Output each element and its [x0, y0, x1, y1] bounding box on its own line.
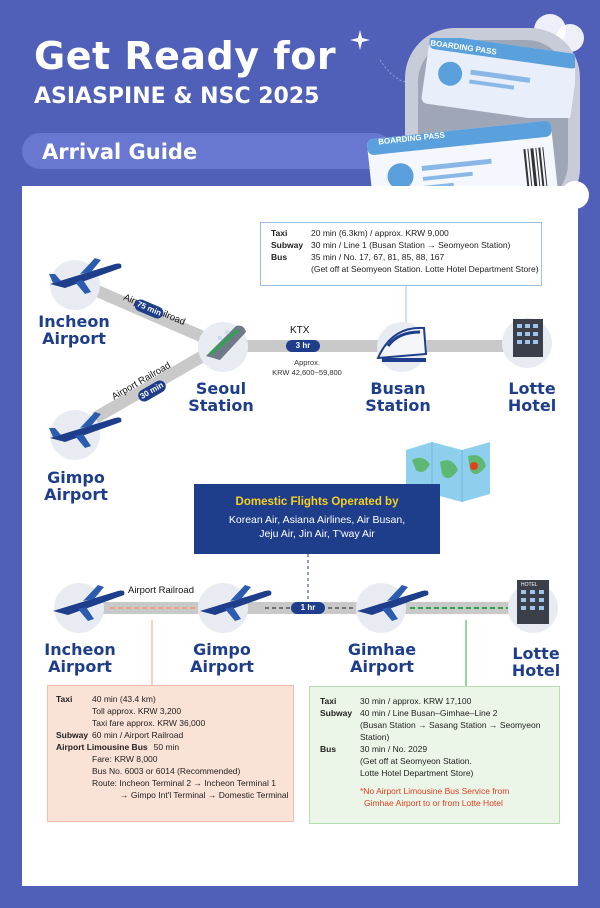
- route1-info-key: Subway: [271, 240, 304, 250]
- domestic-flights-box: Domestic Flights Operated by Korean Air,…: [194, 484, 440, 554]
- box-right-row: (Get off at Seomyeon Station.: [320, 755, 559, 767]
- box-right-key: [320, 767, 360, 779]
- airplane-icon: [200, 585, 272, 621]
- title-line-1: Get Ready for: [34, 34, 337, 78]
- boarding-pass-back-icon: [421, 38, 575, 118]
- route1-info-value: 35 min / No. 17, 67, 81, 85, 88, 167: [311, 252, 445, 262]
- box-right-row: Taxi 30 min / approx. KRW 17,100: [320, 695, 559, 707]
- domestic-title: Domestic Flights Operated by: [235, 496, 399, 508]
- box-left-row: → Gimpo Int'l Terminal → Domestic Termin…: [56, 789, 293, 801]
- header: Get Ready for ASIASPINE & NSC 2025 Arriv…: [0, 0, 600, 215]
- route1-info-row: Bus 35 min / No. 17, 67, 81, 85, 88, 167: [271, 251, 541, 263]
- box-left-row: Airport Limousine Bus 50 min: [56, 741, 293, 753]
- airplane-icon: [49, 258, 122, 294]
- train-icon: [206, 325, 246, 360]
- route1-info-value: (Get off at Seomyeon Station. Lotte Hote…: [311, 264, 539, 274]
- limousine-note: *No Airport Limousine Bus Service from G…: [360, 786, 510, 808]
- box-left-row: Route: Incheon Terminal 2 → Incheon Term…: [56, 777, 293, 789]
- box-right-value: Lotte Hotel Department Store): [360, 768, 474, 778]
- airplane-icon: [357, 585, 429, 621]
- box-left-key: [56, 705, 92, 717]
- route1-info-row: (Get off at Seomyeon Station. Lotte Hote…: [271, 263, 541, 275]
- box-left-value: Taxi fare approx. KRW 36,000: [92, 718, 206, 728]
- box-left-value: Fare: KRW 8,000: [92, 754, 158, 764]
- box-right-row: Lotte Hotel Department Store): [320, 767, 559, 779]
- box-right-value: 40 min / Line Busan–Gimhae–Line 2: [360, 708, 498, 718]
- box-left-key: Taxi: [56, 694, 73, 704]
- box-right-value: (Get off at Seomyeon Station.: [360, 756, 472, 766]
- box-right-key: [320, 719, 360, 743]
- box-right-key: Bus: [320, 744, 337, 754]
- box-left-value: 60 min / Airport Railroad: [92, 730, 184, 740]
- box-left-row: Taxi 40 min (43.4 km): [56, 693, 293, 705]
- box-left-value: 50 min: [153, 742, 180, 752]
- section-pill: [22, 133, 392, 169]
- box-left-key: [56, 789, 120, 801]
- ktx-train-icon: [376, 326, 428, 362]
- box-left-row: Taxi fare approx. KRW 36,000: [56, 717, 293, 729]
- domestic-line-2: Jeju Air, Jin Air, T'way Air: [259, 528, 375, 540]
- hotel-icon: [513, 319, 543, 357]
- hotel-icon: [517, 580, 549, 624]
- box-right-value: 30 min / approx. KRW 17,100: [360, 696, 472, 706]
- box-right-key: [320, 755, 360, 767]
- box-left-row: Bus No. 6003 or 6014 (Recommended): [56, 765, 293, 777]
- box-left-key: Subway: [56, 730, 89, 740]
- box-left-key: [56, 765, 92, 777]
- domestic-line-1: Korean Air, Asiana Airlines, Air Busan,: [228, 514, 406, 526]
- box-left-value: → Gimpo Int'l Terminal → Domestic Termin…: [120, 790, 289, 800]
- box-left-value: Route: Incheon Terminal 2 → Incheon Term…: [92, 778, 276, 788]
- section-title: Arrival Guide: [42, 140, 198, 164]
- route1-info-key: Taxi: [271, 228, 288, 238]
- box-left-key: [56, 717, 92, 729]
- box-right-key: Subway: [320, 708, 353, 718]
- route1-info-key: [271, 263, 311, 275]
- box-right-value: (Busan Station → Sasang Station → Seomye…: [360, 720, 541, 742]
- route1-info-value: 30 min / Line 1 (Busan Station → Seomyeo…: [311, 240, 511, 250]
- box-right-row: (Busan Station → Sasang Station → Seomye…: [320, 719, 559, 743]
- box-right-key: Taxi: [320, 696, 337, 706]
- box-right-row: Bus 30 min / No. 2029: [320, 743, 559, 755]
- route1-info-value: 20 min (6.3km) / approx. KRW 9,000: [311, 228, 449, 238]
- box-left-value: Bus No. 6003 or 6014 (Recommended): [92, 766, 241, 776]
- box-right-value: 30 min / No. 2029: [360, 744, 428, 754]
- incheon-gimpo-info-box: Taxi 40 min (43.4 km) Toll approx. KRW 3,2…: [47, 685, 294, 822]
- ktx-label: KTX: [290, 325, 310, 336]
- airplane-icon: [53, 585, 125, 621]
- rail-label-2: Airport Railroad: [128, 585, 194, 596]
- route1-info-row: Subway 30 min / Line 1 (Busan Station → S…: [271, 239, 541, 251]
- box-left-value: 40 min (43.4 km): [92, 694, 156, 704]
- box-left-row: Toll approx. KRW 3,200: [56, 705, 293, 717]
- route1-info-row: Taxi 20 min (6.3km) / approx. KRW 9,000: [271, 227, 541, 239]
- box-right-row: Subway 40 min / Line Busan–Gimhae–Line 2: [320, 707, 559, 719]
- title-line-2: ASIASPINE & NSC 2025: [34, 84, 320, 109]
- box-left-key: [56, 753, 92, 765]
- box-left-row: Fare: KRW 8,000: [56, 753, 293, 765]
- airplane-icon: [49, 412, 122, 448]
- route1-info-key: Bus: [271, 252, 288, 262]
- box-left-key: [56, 777, 92, 789]
- box-left-key: Airport Limousine Bus: [56, 742, 148, 752]
- flight-time-badge: 1 hr: [291, 602, 325, 614]
- ktx-fare: Approx.KRW 42,600~59,800: [272, 358, 342, 377]
- hotel-sign: HOTEL: [521, 582, 538, 588]
- ktx-time-badge: 3 hr: [286, 340, 320, 352]
- box-left-value: Toll approx. KRW 3,200: [92, 706, 182, 716]
